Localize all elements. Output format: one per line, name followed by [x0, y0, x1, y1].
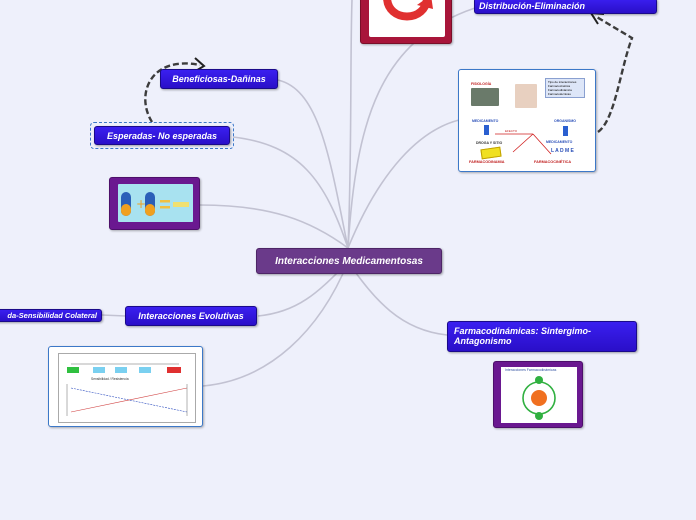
- cycle-arrow-icon: [369, 0, 445, 37]
- cycle-title: Interacciones Farmacodinámicas: [505, 368, 557, 372]
- link-sensibilidad: [101, 314, 127, 317]
- topic-sensibilidad-colateral[interactable]: da-Sensibilidad Colateral: [0, 309, 102, 322]
- capsules-picture: +: [118, 184, 193, 222]
- link-pk-image: [347, 119, 460, 249]
- pk-red-lines: [493, 132, 553, 167]
- topic-evolutivas-label: Interacciones Evolutivas: [138, 311, 244, 321]
- capsules-image[interactable]: +: [109, 177, 200, 230]
- topic-farmacodinamicas[interactable]: Farmacodinámicas: Sintergimo-Antagonismo: [447, 321, 637, 352]
- topic-esperadas-selection: [90, 122, 234, 149]
- pk-farmacocinetica: FARMACOCINÉTICA: [534, 160, 572, 164]
- svg-text:+: +: [136, 197, 146, 211]
- topic-sensibilidad-label: da-Sensibilidad Colateral: [7, 311, 97, 320]
- topic-esperadas-label: Esperadas- No esperadas: [106, 131, 218, 141]
- relationship-arc-pk-distribucion: [594, 14, 634, 133]
- central-topic[interactable]: Interacciones Medicamentosas: [256, 248, 442, 274]
- sensitivity-chart-inner: Sensibilidad / Resistencia: [58, 353, 196, 423]
- topic-beneficiosas-daninas[interactable]: Beneficiosas-Dañinas: [160, 69, 278, 89]
- topic-esperadas-no-esperadas[interactable]: Esperadas- No esperadas: [94, 126, 230, 145]
- pk-droga-sitio: DROGA Y SITIO: [476, 141, 503, 145]
- sensitivity-chart-image[interactable]: Sensibilidad / Resistencia: [48, 346, 203, 427]
- pk-medicamento-left: MEDICAMENTO: [472, 119, 499, 123]
- link-esperadas: [232, 136, 349, 249]
- link-capsule-image: [199, 204, 349, 249]
- pk-photo-right: [515, 84, 537, 108]
- link-top-distribucion: [347, 7, 476, 249]
- link-sensitivity-image: [202, 261, 349, 387]
- sensitivity-caption: Sensibilidad / Resistencia: [91, 377, 129, 381]
- pk-photo-left: [471, 88, 499, 106]
- pk-fisiologia-label: FISIOLOGÍA: [471, 82, 492, 86]
- pk-ladme: L A D M E: [551, 148, 574, 154]
- pk-legend-box: Tipo de interacciones Farmacocinética Fa…: [545, 78, 585, 98]
- pk-medicamento-right: MEDICAMENTO: [546, 140, 573, 144]
- pharmacodynamic-cycle-image[interactable]: Interacciones Farmacodinámicas: [493, 361, 583, 428]
- pk-arrow-right: [563, 126, 568, 136]
- link-top-red: [347, 0, 353, 249]
- cycle-red-image[interactable]: [360, 0, 452, 44]
- pk-farmacodinamia: FARMACODINAMIA: [469, 160, 505, 164]
- pk-efecto: EFECTO: [505, 129, 518, 133]
- cycle-picture: Interacciones Farmacodinámicas: [501, 367, 577, 423]
- pharmacology-diagram-image[interactable]: FISIOLOGÍA Tipo de interacciones Farmaco…: [458, 69, 596, 172]
- link-farmacodinamicas: [347, 261, 448, 336]
- topic-distribucion-eliminacion[interactable]: Distribución-Eliminación: [474, 0, 657, 14]
- topic-distribucion-label: Distribución-Eliminación: [479, 1, 586, 11]
- pk-organismo: ORGANISMO: [554, 119, 576, 123]
- relationship-arc-beneficiosas-esperadas: [144, 62, 201, 123]
- link-beneficiosas: [277, 79, 349, 249]
- central-topic-label: Interacciones Medicamentosas: [275, 256, 423, 267]
- pk-arrow-left: [484, 125, 489, 135]
- topic-interacciones-evolutivas[interactable]: Interacciones Evolutivas: [125, 306, 257, 326]
- topic-beneficiosas-label: Beneficiosas-Dañinas: [172, 74, 266, 84]
- topic-farmacodinamicas-label: Farmacodinámicas: Sintergimo-Antagonismo: [454, 326, 592, 346]
